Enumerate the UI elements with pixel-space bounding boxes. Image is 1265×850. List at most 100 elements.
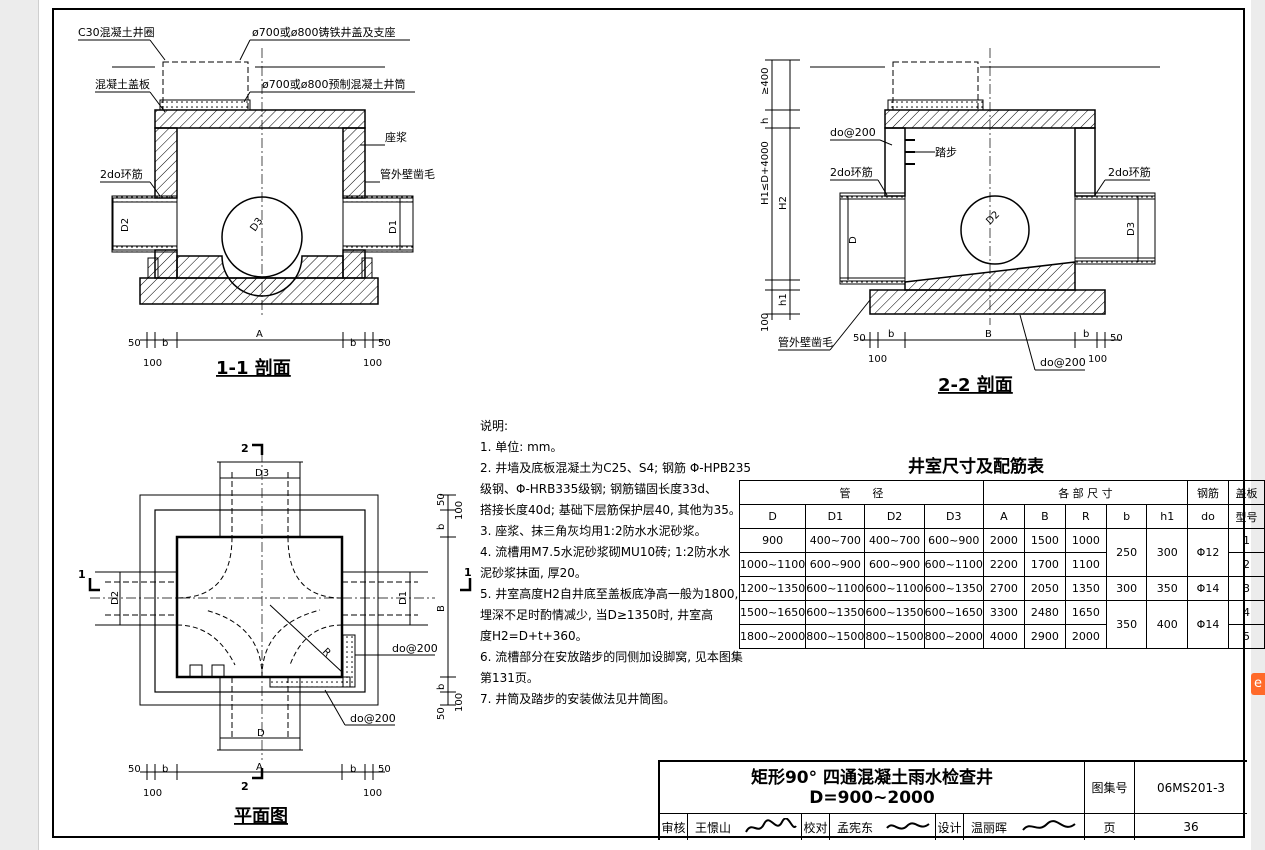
cell-b: 1500 — [1023, 528, 1066, 553]
cell-d1: 600~1350 — [805, 600, 866, 625]
dim-h2: H2 — [778, 196, 789, 210]
label-cast-iron-cover: ø700或ø800铸铁井盖及支座 — [252, 25, 395, 39]
plan-view — [88, 443, 472, 780]
title-block: 矩形90° 四通混凝土雨水检查井 D=900~2000 图集号 06MS201-… — [658, 760, 1247, 840]
label-ring-bar: 2do环筋 — [100, 167, 143, 181]
section-1-1-labels: C30混凝土井圈 ø700或ø800铸铁井盖及支座 混凝土盖板 ø700或ø80… — [78, 25, 435, 379]
reviewer-name: 王憬山 — [694, 820, 731, 835]
dim-50-left-22: 50 — [853, 333, 866, 344]
cell-d1: 600~1100 — [805, 576, 866, 601]
note-line: 4. 流槽用M7.5水泥砂浆砌MU10砖; 1:2防水水 — [480, 545, 731, 559]
cell-r: 1100 — [1064, 552, 1107, 577]
section-mark-1-left: 1 — [78, 568, 86, 581]
cell-d3: 600~1650 — [923, 600, 984, 625]
cell-a: 2200 — [982, 552, 1025, 577]
label-ring-left: 2do环筋 — [830, 165, 873, 179]
note-line: 度H2=D+t+360。 — [480, 629, 588, 643]
dim-a: A — [256, 329, 263, 340]
cell-d1: 600~900 — [805, 552, 866, 577]
dim-b-bottom-plan: b — [436, 684, 447, 690]
label-rebar-do200: do@200 — [830, 126, 876, 139]
dim-50-left-plan: 50 — [128, 764, 141, 775]
dim-b-right-plan: b — [350, 764, 356, 775]
section-2-2 — [765, 48, 1160, 371]
checker-name: 孟宪东 — [836, 820, 873, 835]
dim-100-right-22: 100 — [1088, 354, 1107, 365]
column-header: 型号 — [1228, 504, 1265, 529]
cell-a: 3300 — [982, 600, 1025, 625]
header-cover: 盖板 — [1228, 480, 1265, 505]
cell-d2: 600~900 — [864, 552, 925, 577]
cell-b: 1700 — [1023, 552, 1066, 577]
dim-50-left: 50 — [128, 338, 141, 349]
dim-d2-circle: D2 — [984, 209, 1002, 227]
note-line: 第131页。 — [480, 671, 539, 685]
cell-cover-type: 2 — [1228, 552, 1265, 577]
cell-do: Φ14 — [1187, 600, 1229, 649]
drawing-title: 矩形90° 四通混凝土雨水检查井 — [750, 767, 994, 788]
dim-100-bottom-plan: 100 — [454, 693, 465, 712]
cell-b: 2480 — [1023, 600, 1066, 625]
dim-b-big-plan: B — [436, 605, 447, 612]
label-precast-tube: ø700或ø800预制混凝土井筒 — [262, 77, 405, 91]
cell-cover-type: 4 — [1228, 600, 1265, 625]
cell-do: Φ12 — [1187, 528, 1229, 577]
label-rebar-do200b: do@200 — [1040, 356, 1086, 369]
side-widget-icon[interactable]: e — [1251, 673, 1265, 695]
drawing-frame — [52, 8, 1245, 838]
cell-d: 1800~2000 — [738, 624, 807, 649]
dim-50-top-plan: 50 — [436, 493, 447, 506]
dim-d3-plan: D3 — [255, 468, 269, 479]
label-rebar-plan-b: do@200 — [350, 712, 396, 725]
dim-d: D — [848, 236, 859, 244]
table-group-header: 管 径 各 部 尺 寸 钢筋 盖板 — [739, 480, 1265, 505]
drawing-sheet — [38, 0, 1251, 850]
dim-a-plan: A — [256, 762, 263, 773]
note-line: 1. 单位: mm。 — [480, 440, 563, 454]
cell-d3: 600~1100 — [923, 552, 984, 577]
note-line: 2. 井墙及底板混凝土为C25、S4; 钢筋 Φ-HPB235 — [480, 461, 752, 475]
note-line: 埋深不足时酌情减少, 当D≥1350时, 井室高 — [480, 608, 714, 622]
dim-h: h — [760, 118, 771, 124]
dim-100-top-plan: 100 — [454, 501, 465, 520]
note-line: 5. 井室高度H2自井底至盖板底净高一般为1800, — [480, 587, 739, 601]
dim-50-bottom-plan: 50 — [436, 707, 447, 720]
label-pipe-roughen-22: 管外壁凿毛 — [778, 335, 833, 349]
column-header: b — [1105, 504, 1148, 529]
column-header: D — [738, 504, 807, 529]
drawing-subtitle: D=900~2000 — [809, 787, 935, 808]
label-concrete-slab: 混凝土盖板 — [95, 77, 150, 91]
atlas-label: 图集号 — [1085, 762, 1135, 814]
dim-100-left-22: 100 — [868, 354, 887, 365]
plan-view-labels: 2 2 1 1 D3 D2 D1 D R B b b 50 100 50 100… — [78, 442, 472, 827]
dim-d3: D3 — [248, 216, 265, 234]
cell-d3: 600~900 — [923, 528, 984, 553]
cell-d: 1200~1350 — [738, 576, 807, 601]
note-line: 7. 井筒及踏步的安装做法见井筒图。 — [480, 692, 676, 706]
dim-50-right-plan: 50 — [378, 764, 391, 775]
cell-d2: 600~1100 — [864, 576, 925, 601]
review-label: 审核 — [660, 814, 688, 840]
section-mark-2-top: 2 — [241, 442, 249, 455]
checker-signature — [880, 814, 936, 840]
note-line: 3. 座浆、抹三角灰均用1:2防水水泥砂浆。 — [480, 524, 707, 538]
cell-do: Φ14 — [1187, 576, 1229, 601]
cell-b: 250 — [1105, 528, 1148, 577]
dim-100-left: 100 — [143, 358, 162, 369]
design-notes: 说明: 1. 单位: mm。2. 井墙及底板混凝土为C25、S4; 钢筋 Φ-H… — [480, 416, 755, 710]
dim-b-left-22: b — [888, 329, 894, 340]
dim-r-plan: R — [320, 646, 333, 659]
table-title: 井室尺寸及配筋表 — [908, 457, 1044, 477]
page-number: 36 — [1183, 820, 1199, 834]
cell-d: 1000~1100 — [738, 552, 807, 577]
dim-100-right: 100 — [363, 358, 382, 369]
dim-d1-plan: D1 — [398, 591, 409, 605]
dim-d-plan: D — [257, 728, 265, 739]
note-line: 6. 流槽部分在安放踏步的同侧加设脚窝, 见本图集 — [480, 650, 743, 664]
cell-d: 1500~1650 — [738, 600, 807, 625]
